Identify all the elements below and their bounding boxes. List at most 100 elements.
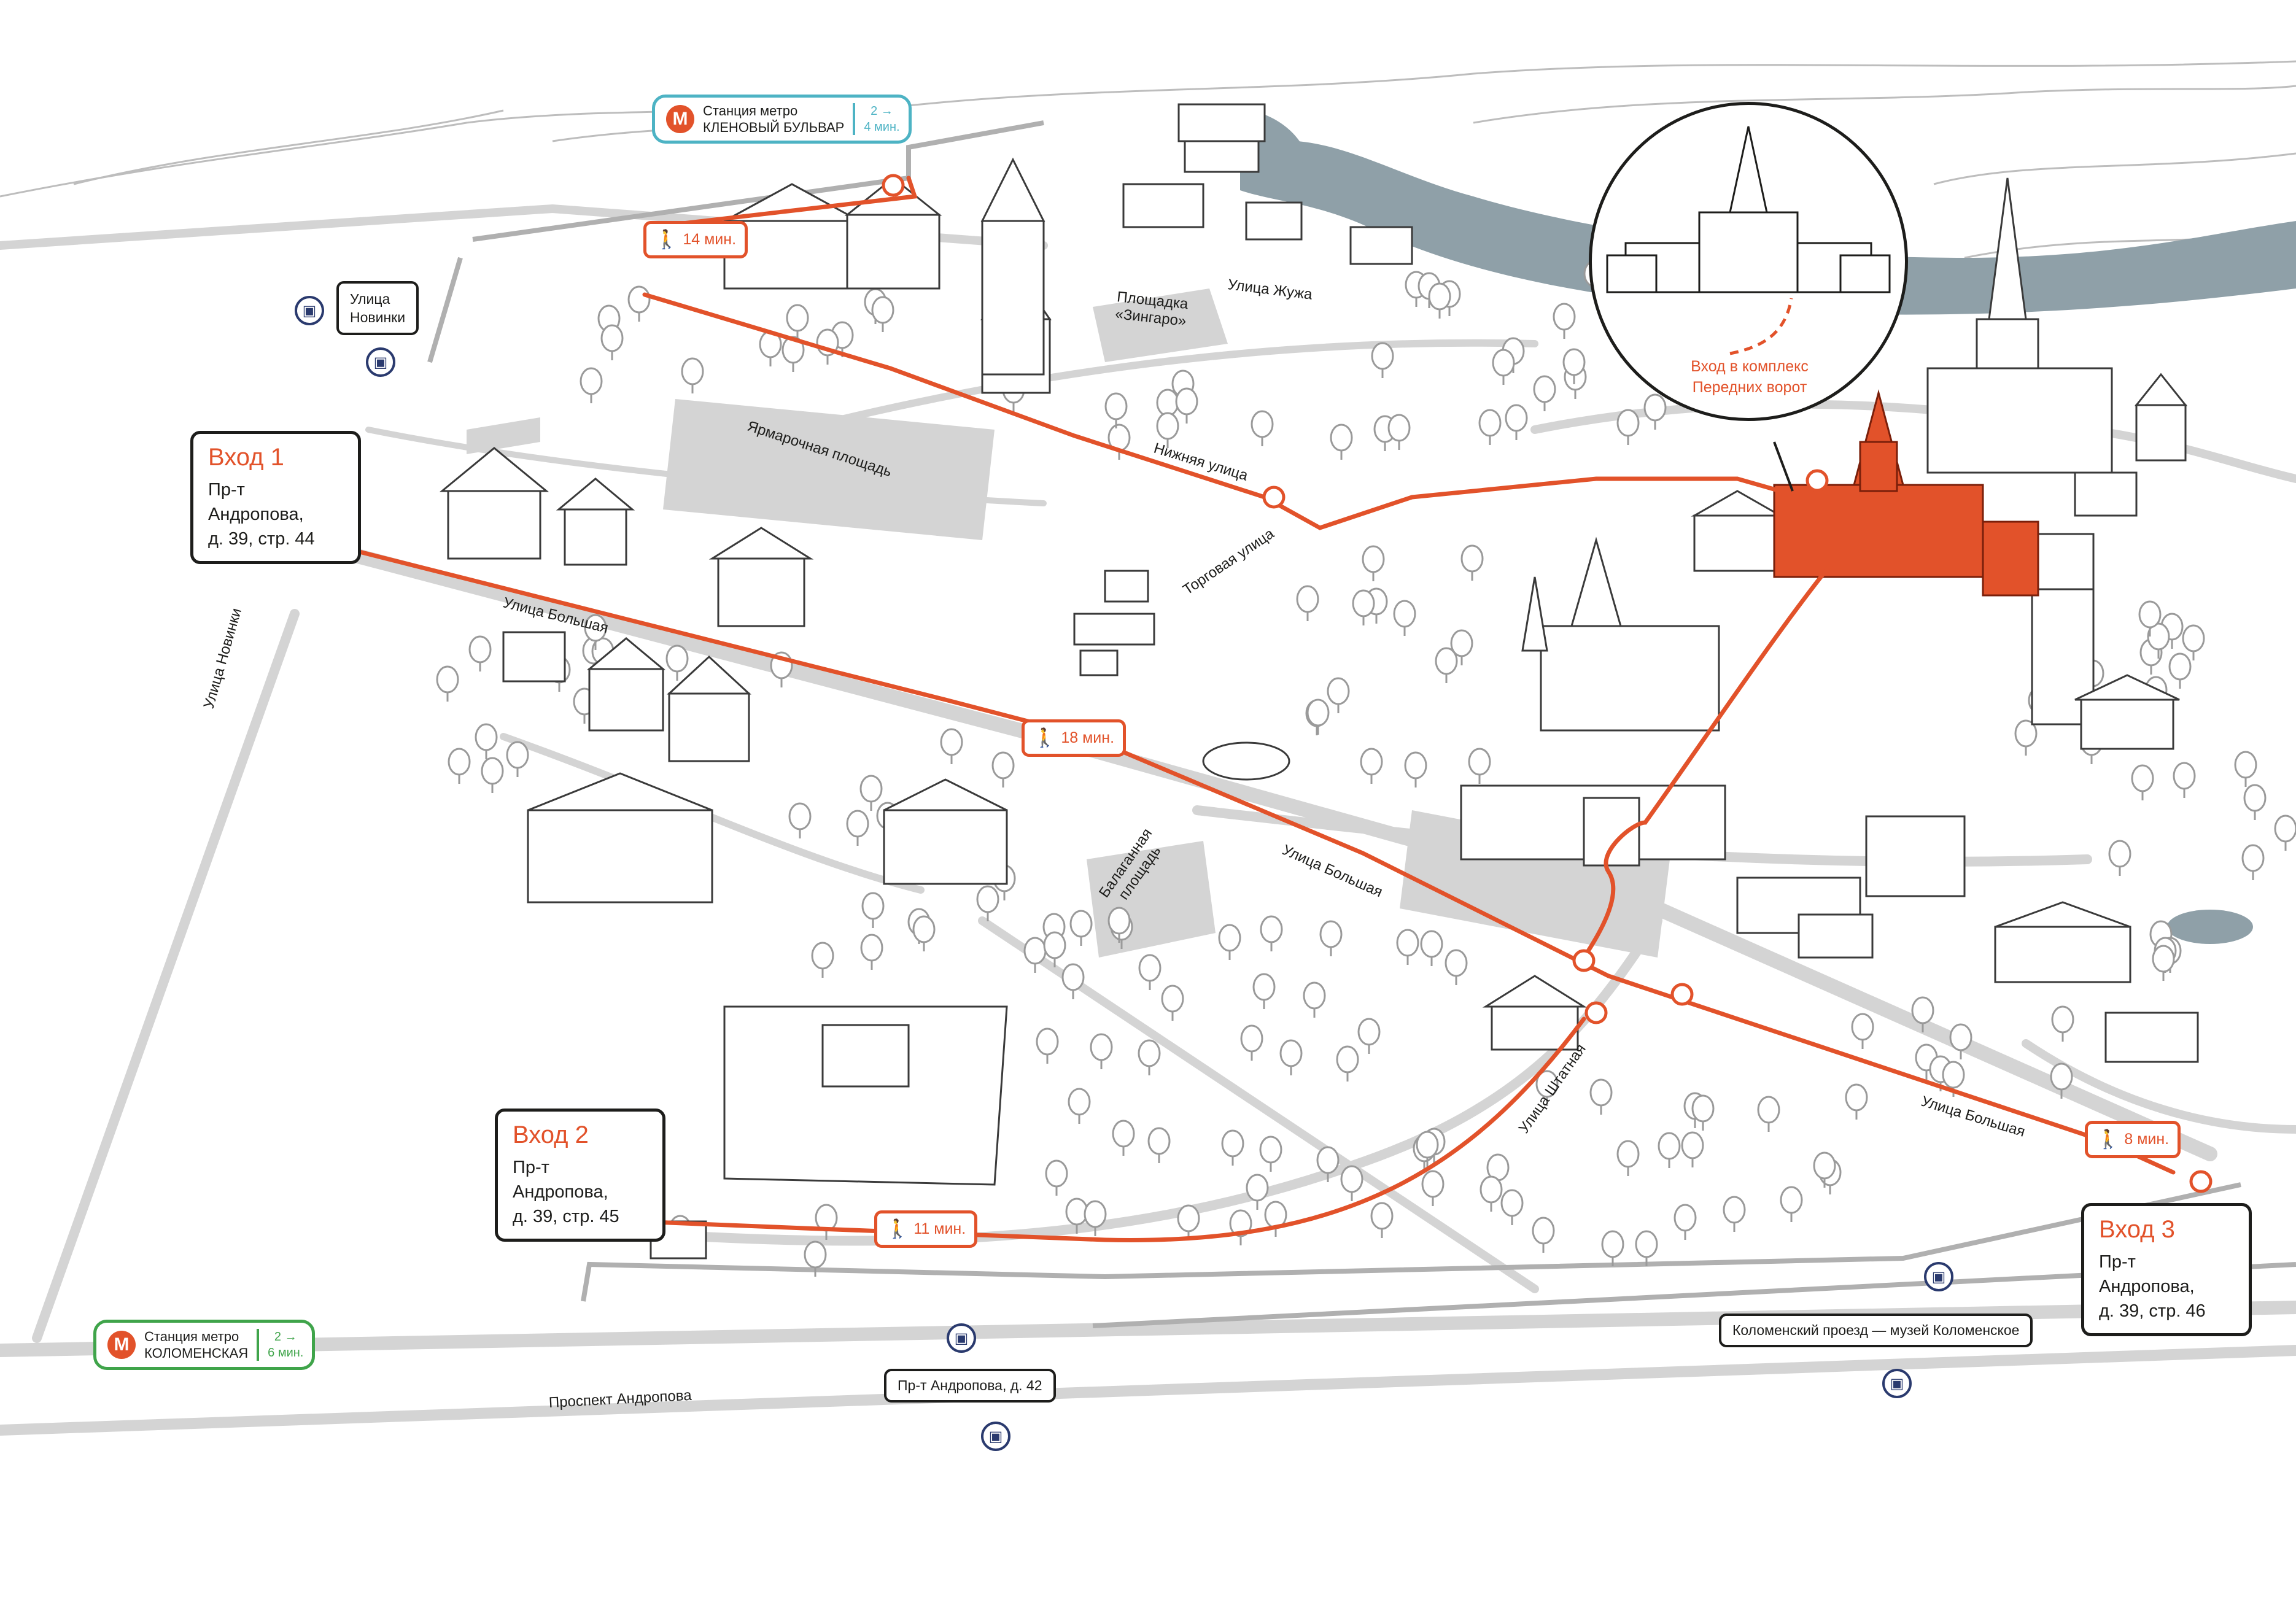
metro-station-klenovy[interactable]: M Станция метро КЛЕНОВЫЙ БУЛЬВАР 2 → 4 м…: [652, 95, 912, 144]
tree-icon: [627, 285, 651, 314]
tree-icon: [1393, 600, 1416, 628]
building-wooden-church: [723, 177, 942, 290]
tree-icon: [1421, 1170, 1445, 1198]
tree-icon: [2182, 624, 2205, 652]
tree-icon: [940, 728, 963, 756]
walking-person-icon: 🚶: [655, 230, 678, 250]
tree-icon: [811, 942, 834, 970]
metro-icon: M: [107, 1331, 136, 1359]
tree-icon: [1601, 1230, 1624, 1258]
tree-icon: [1468, 748, 1491, 776]
tree-icon: [580, 367, 603, 395]
bus-stop-icon[interactable]: ▣: [295, 296, 324, 325]
building-ascension-church: [1926, 177, 2113, 474]
tree-icon: [1084, 1200, 1107, 1228]
entrance-3-label[interactable]: Вход 3 Пр-т Андропова, д. 39, стр. 46: [2081, 1203, 2252, 1336]
metro-label: Станция метро: [703, 103, 798, 118]
tree-icon: [1851, 1013, 1874, 1041]
tree-icon: [1635, 1230, 1658, 1258]
building-house-center: [883, 778, 1008, 885]
metro-time: 2 → 4 мин.: [853, 103, 908, 135]
tree-icon: [1616, 1140, 1640, 1168]
building-izba-2: [708, 527, 814, 627]
tree-icon: [2274, 815, 2296, 843]
tree-icon: [861, 892, 885, 920]
tree-icon: [1845, 1083, 1868, 1112]
metro-time: 2 → 6 мин.: [257, 1329, 312, 1361]
tree-icon: [1723, 1196, 1746, 1224]
bus-stop-icon[interactable]: ▣: [1924, 1262, 1953, 1291]
tree-icon: [2152, 945, 2175, 973]
callout-label: Вход в комплекс Передних ворот: [1691, 358, 1809, 396]
tree-icon: [804, 1240, 827, 1269]
tree-icon: [2168, 652, 2192, 681]
tree-icon: [1327, 677, 1350, 705]
tree-icon: [1460, 544, 1484, 573]
entrance-1-label[interactable]: Вход 1 Пр-т Андропова, д. 39, стр. 44: [190, 431, 361, 564]
route-arrow-icon: [1262, 486, 1286, 509]
front-gates-complex: [1773, 389, 2039, 597]
tree-icon: [871, 296, 894, 324]
tree-icon: [1674, 1204, 1697, 1232]
front-gates-drawing: [1606, 126, 1891, 355]
tree-icon: [1387, 414, 1411, 442]
tree-icon: [1396, 929, 1419, 957]
entrance-title: Вход 3: [2099, 1216, 2175, 1243]
bus-stop-icon[interactable]: ▣: [947, 1323, 976, 1353]
entrance-address: Пр-т Андропова, д. 39, стр. 44: [208, 480, 315, 549]
area-label: Площадка «Зингаро»: [1114, 288, 1189, 330]
metro-station-kolomenskaya[interactable]: M Станция метро КОЛОМЕНСКАЯ 2 → 6 мин.: [93, 1320, 316, 1370]
tree-icon: [1061, 963, 1085, 991]
tree-icon: [1246, 1174, 1269, 1202]
tree-icon: [1023, 937, 1047, 965]
tree-icon: [665, 644, 689, 673]
tree-icon: [1252, 973, 1276, 1001]
route-arrow-icon: [1670, 983, 1694, 1006]
tree-icon: [846, 810, 869, 838]
bus-stop-icon[interactable]: ▣: [981, 1422, 1010, 1451]
tree-icon: [1296, 585, 1319, 613]
bus-stop-kolomensky-proezd[interactable]: Коломенский проезд — музей Коломенское: [1719, 1314, 2033, 1347]
tree-icon: [600, 324, 624, 352]
tree-icon: [1428, 282, 1451, 311]
tree-icon: [1068, 1088, 1091, 1116]
tree-icon: [681, 357, 704, 385]
tree-icon: [1090, 1033, 1113, 1061]
tree-icon: [1813, 1151, 1836, 1180]
tree-icon: [2050, 1062, 2073, 1091]
building-barn-2: [1691, 490, 1784, 572]
building-tent-church: [980, 157, 1045, 376]
tree-icon: [1352, 589, 1375, 617]
tree-icon: [436, 665, 459, 694]
building-izba-1: [439, 447, 635, 566]
walk-time-badge: 🚶8 мин.: [2085, 1121, 2181, 1158]
tree-icon: [1658, 1132, 1681, 1160]
bus-stop-andropova-42[interactable]: Пр-т Андропова, д. 42: [884, 1369, 1056, 1403]
tree-icon: [1138, 1039, 1161, 1067]
bus-stop-novinki[interactable]: Улица Новинки: [336, 281, 419, 335]
tree-icon: [1949, 1023, 1972, 1051]
tree-icon: [1330, 424, 1353, 452]
metro-name: КЛЕНОВЫЙ БУЛЬВАР: [703, 120, 845, 135]
metro-name: КОЛОМЕНСКАЯ: [144, 1345, 249, 1361]
entrance-address: Пр-т Андропова, д. 39, стр. 45: [513, 1158, 619, 1226]
tree-icon: [1553, 303, 1576, 331]
entrance-2-label[interactable]: Вход 2 Пр-т Андропова, д. 39, стр. 45: [495, 1109, 665, 1242]
tree-icon: [1240, 1024, 1263, 1053]
tree-icon: [1156, 389, 1179, 417]
tree-icon: [1177, 1204, 1200, 1232]
bus-stop-icon[interactable]: ▣: [1882, 1369, 1912, 1398]
tree-icon: [1107, 907, 1131, 935]
bus-stop-icon[interactable]: ▣: [366, 347, 395, 377]
tree-icon: [786, 304, 809, 332]
walking-person-icon: 🚶: [1033, 728, 1057, 748]
entrance-address: Пр-т Андропова, д. 39, стр. 46: [2099, 1252, 2206, 1321]
building-gazebo: [1202, 741, 1290, 781]
building-museum-hall: [723, 1005, 1008, 1186]
entrance-title: Вход 1: [208, 444, 284, 471]
tree-icon: [1404, 751, 1427, 780]
walking-person-icon: 🚶: [886, 1219, 909, 1239]
entrance-3-arrow-icon: [2189, 1170, 2213, 1193]
tree-icon: [1218, 924, 1241, 952]
tree-icon: [1336, 1045, 1359, 1074]
